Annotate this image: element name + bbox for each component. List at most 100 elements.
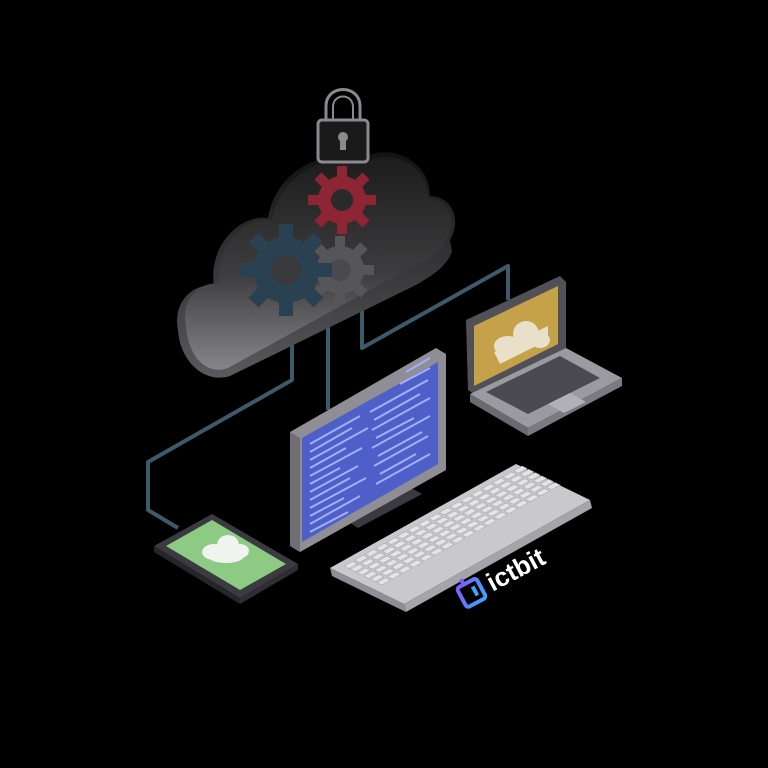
keyboard-key (424, 522, 439, 531)
ictbit-logo-icon (455, 577, 488, 609)
keyboard-key (481, 483, 496, 492)
keyboard-key (385, 537, 401, 546)
keyboard-key (417, 519, 433, 528)
keyboard-key (528, 484, 544, 493)
keyboard-key (508, 474, 524, 483)
keyboard-key (482, 517, 498, 526)
keyboard-key (511, 487, 527, 496)
keyboard-key (469, 511, 484, 520)
keyboard-key (473, 502, 488, 510)
keyboard-key (483, 496, 499, 505)
keyboard-key (360, 558, 376, 567)
keyboard-key (462, 508, 478, 516)
keyboard-key (539, 478, 555, 487)
keyboard-key (376, 577, 392, 586)
keyboard-key (380, 568, 396, 577)
keyboard-key (386, 571, 402, 580)
keyboard-key (465, 520, 480, 529)
keyboard-key (512, 465, 528, 474)
keyboard-key (363, 570, 378, 579)
keyboard-key (514, 500, 529, 508)
keyboard-key (487, 486, 503, 495)
monitor-screen (302, 362, 438, 542)
keyboard-key (349, 564, 365, 573)
keyboard-key (413, 528, 429, 537)
keyboard-key (475, 514, 491, 523)
monitor-code-lines (309, 357, 431, 533)
keyboard (330, 464, 592, 612)
keyboard-key (369, 574, 385, 583)
laptop-base-edge (470, 394, 528, 436)
keyboard-key (438, 507, 454, 516)
keyboard-key (471, 523, 487, 532)
keyboard-key (519, 469, 535, 477)
keyboard-key (420, 531, 435, 540)
connector-laptop (360, 264, 510, 350)
keyboard-key (515, 478, 531, 487)
keyboard-key (535, 488, 551, 497)
keyboard-key (494, 490, 510, 499)
keyboard-key (405, 547, 421, 555)
keyboard-key (526, 472, 541, 481)
laptop-touchpad (548, 393, 586, 413)
keyboard-key (496, 502, 512, 511)
keyboard-key (428, 513, 443, 522)
keyboard-key (429, 547, 445, 556)
laptop (466, 276, 622, 436)
keyboard-key (522, 481, 537, 490)
keyboard-key (458, 517, 474, 526)
keyboard-key (466, 498, 482, 507)
keyboard-key (371, 552, 386, 561)
keyboard-key (398, 543, 414, 552)
keyboard-key (454, 526, 470, 535)
keyboard-key (401, 556, 417, 565)
keyboard-key (449, 501, 465, 510)
keyboard-key (381, 546, 397, 555)
keyboard-key (518, 490, 533, 499)
keyboard-key (470, 489, 486, 498)
gear-icon-red (308, 166, 376, 234)
keyboard-key (443, 532, 459, 541)
keyboard-key (441, 519, 457, 528)
keyboard-key (364, 549, 380, 557)
keyboard-key (377, 555, 393, 564)
keyboard-key (390, 562, 406, 571)
keyboard-key (437, 529, 453, 538)
gear-icon-gray (306, 236, 374, 304)
keyboard-key (532, 475, 548, 484)
keyboard-key (353, 554, 369, 563)
keyboard-key (545, 482, 561, 491)
keyboard-key (490, 499, 506, 508)
keyboard-key (502, 471, 518, 480)
keyboard-key-grid (343, 465, 561, 586)
keyboard-key (459, 495, 475, 504)
keyboard-key (392, 540, 408, 549)
keyboard-key (434, 516, 450, 525)
keyboard-key (397, 565, 413, 574)
keyboard-key (408, 559, 423, 568)
keyboard-key (430, 525, 446, 534)
keyboard-key (367, 561, 382, 570)
keyboard-key (503, 506, 519, 514)
laptop-keyboard (486, 356, 600, 414)
keyboard-key (343, 560, 359, 569)
keyboard-key (412, 550, 427, 559)
keyboard-key (507, 496, 523, 505)
keyboard-key (396, 531, 412, 540)
keyboard-key (451, 513, 467, 522)
keyboard-key (406, 525, 422, 534)
keyboard-key (500, 493, 516, 502)
keyboard-key (524, 494, 540, 503)
keyboard-key (477, 492, 492, 501)
lock-icon (316, 88, 370, 164)
gear-icon-dark (240, 224, 332, 316)
keyboard-key (439, 541, 455, 550)
keyboard-key (455, 504, 471, 513)
connector-tablet (146, 338, 294, 530)
keyboard-key (422, 544, 438, 553)
monitor (290, 348, 446, 552)
keyboard-key (388, 549, 404, 558)
keyboard-key (416, 541, 431, 549)
keyboard-key (491, 477, 507, 486)
